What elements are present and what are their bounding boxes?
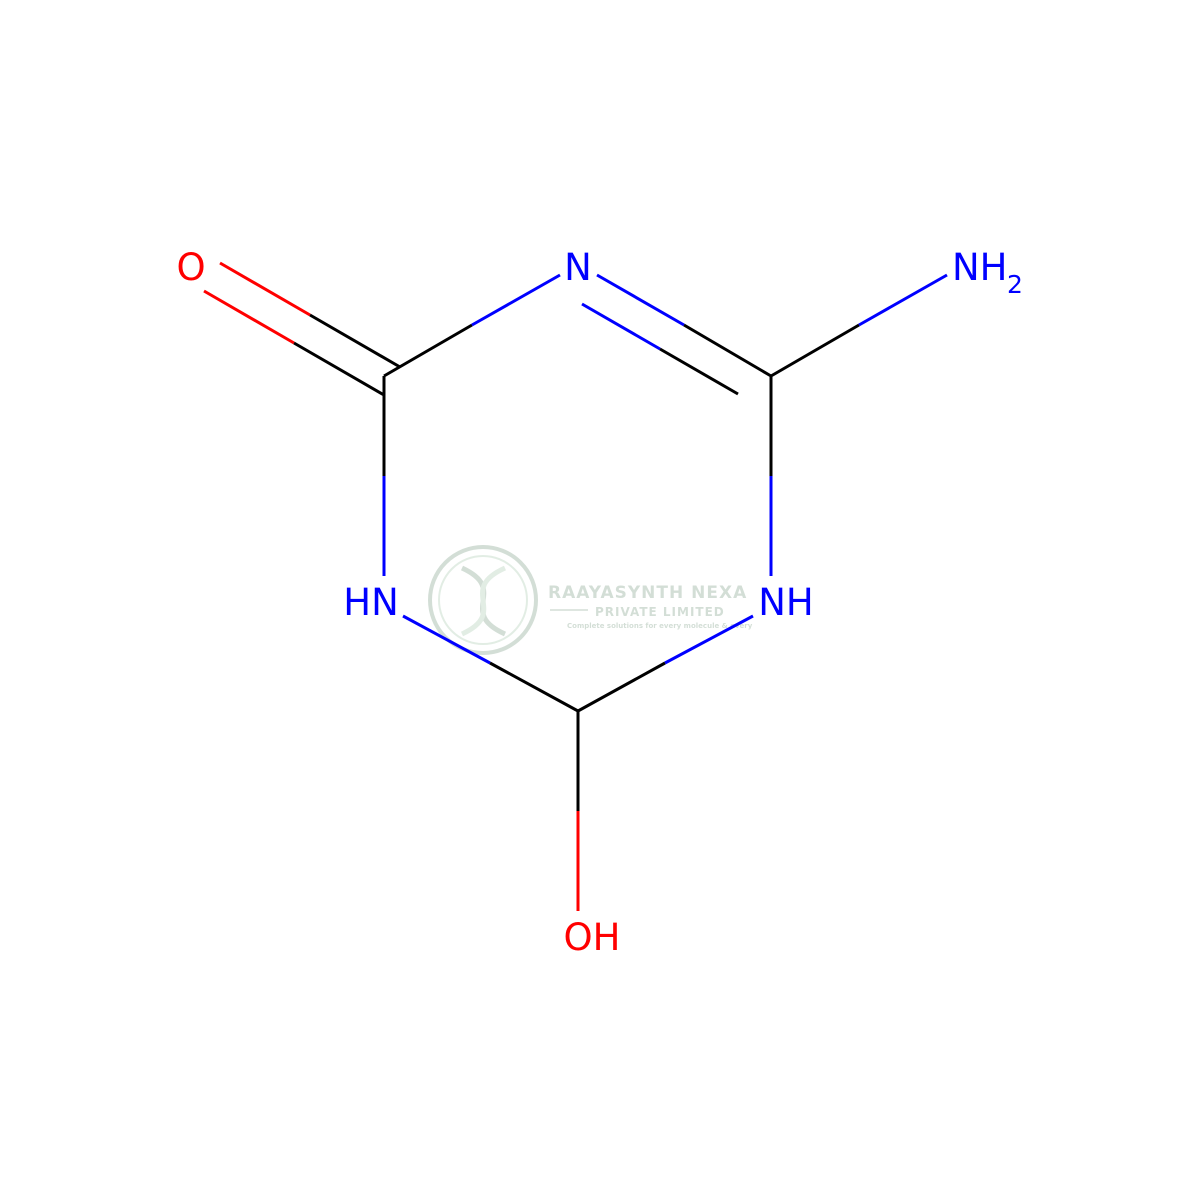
bond-n-top-c2 <box>683 323 772 378</box>
atom-label-amino-subscript: 2 <box>1007 270 1023 299</box>
atom-label-oxygen-carbonyl: O <box>176 246 205 289</box>
bond-nh-right-c3 <box>577 661 666 713</box>
bond-c2-nh2 <box>770 323 860 378</box>
bond-nh-left-c3 <box>402 614 491 665</box>
bond-n-top-c2-inner <box>581 302 661 351</box>
bond-carbonyl-outer-o <box>219 261 311 317</box>
watermark-dna-strand-icon <box>460 565 507 637</box>
atom-label-hydroxyl: OH <box>564 916 621 959</box>
bond-nh-right-c3 <box>664 614 754 665</box>
bonds <box>203 261 948 911</box>
watermark-subtitle: PRIVATE LIMITED <box>595 605 725 619</box>
atom-labels: O N NH 2 HN NH OH <box>176 246 1022 959</box>
bond-c1-n-top <box>471 273 561 327</box>
watermark-dna-strand-icon <box>460 565 507 637</box>
bond-c1-n-top <box>383 323 473 378</box>
bond-carbonyl-inner-c <box>293 341 385 397</box>
watermark-logo-ring-icon <box>428 545 538 655</box>
atom-label-nh-left: HN <box>343 581 399 624</box>
atom-label-nitrogen-top: N <box>564 246 592 289</box>
bond-nh-left-c3 <box>489 661 579 713</box>
bond-carbonyl-inner-o <box>203 289 295 345</box>
bond-carbonyl-outer-c <box>309 313 401 369</box>
watermark-tagline: Complete solutions for every molecule & … <box>567 622 753 630</box>
watermark: RAAYASYNTH NEXA PRIVATE LIMITED Complete… <box>428 545 753 655</box>
watermark-logo-inner-ring-icon <box>438 555 528 645</box>
bond-n-top-c2-inner <box>659 347 739 396</box>
atom-label-amino: NH <box>952 246 1008 289</box>
atom-label-nh-right: NH <box>758 581 814 624</box>
bond-n-top-c2 <box>596 273 685 327</box>
watermark-company-name: RAAYASYNTH NEXA <box>548 583 747 603</box>
bond-c2-nh2 <box>858 273 948 327</box>
